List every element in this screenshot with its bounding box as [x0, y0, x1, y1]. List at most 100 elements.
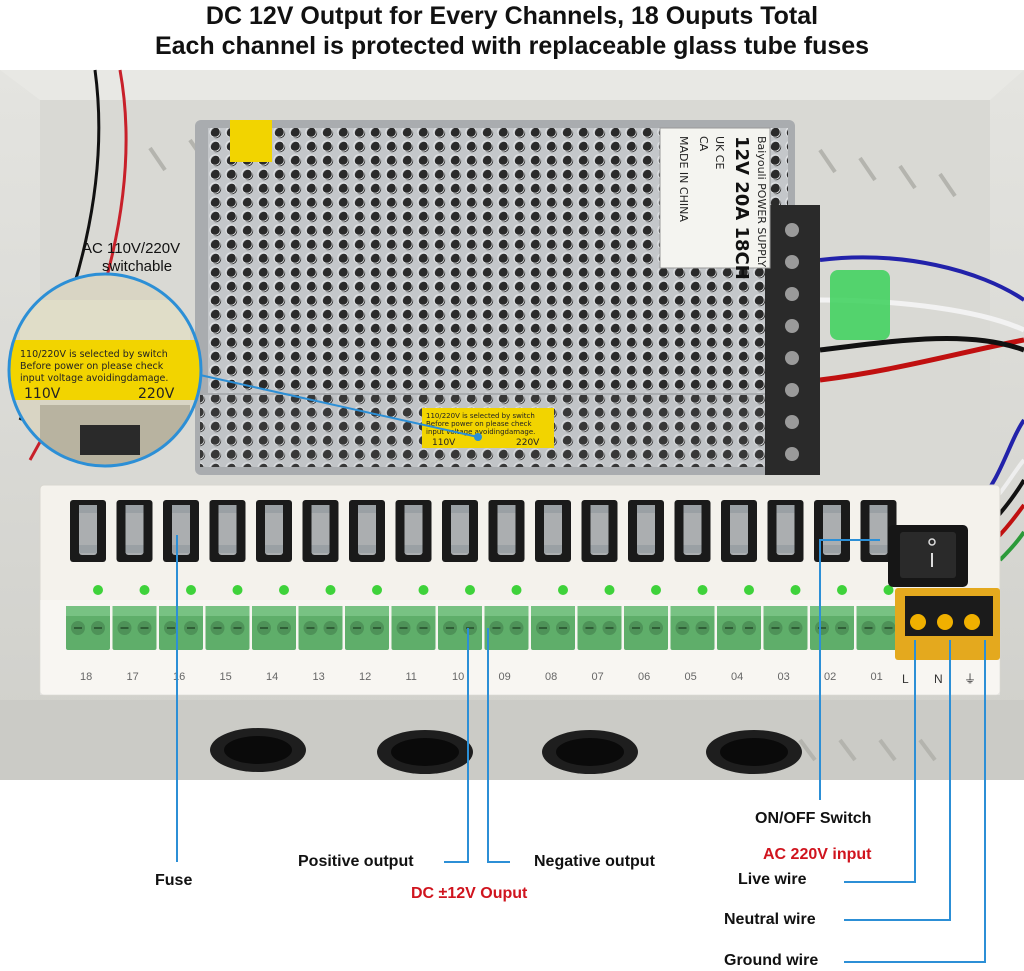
output-terminal [159, 606, 203, 650]
channel-led [558, 585, 568, 595]
channel-led [837, 585, 847, 595]
fuse-holder [302, 500, 339, 562]
channel-led [651, 585, 661, 595]
power-supply-unit [195, 120, 890, 475]
output-terminal [438, 606, 482, 650]
svg-text:110/220V is selected by switch: 110/220V is selected by switch [426, 412, 535, 420]
channel-number: 03 [778, 671, 790, 683]
output-terminal [66, 606, 110, 650]
fuse-holder [395, 500, 432, 562]
output-terminal [484, 606, 529, 650]
channel-number: 04 [731, 671, 743, 683]
fuse-holder [721, 500, 757, 562]
svg-text:input voltage avoidingdamage.: input voltage avoidingdamage. [20, 373, 168, 384]
output-terminal [763, 606, 808, 650]
fuse-holder [535, 500, 571, 562]
fuse-holder [116, 500, 153, 562]
header-title: DC 12V Output for Every Channels, 18 Oup… [205, 2, 819, 30]
ac-input-terminal: L N ⏚ [895, 588, 1000, 686]
fuse-holder [628, 500, 664, 562]
channel-number: 18 [80, 671, 92, 683]
output-terminal [345, 606, 389, 650]
fuse-holder [442, 500, 478, 562]
output-terminal [391, 606, 436, 650]
channel-led [232, 585, 243, 595]
channel-number: 01 [871, 671, 883, 683]
svg-text:110V: 110V [24, 386, 61, 402]
channel-number: 08 [545, 671, 557, 683]
svg-text:⏚: ⏚ [964, 672, 976, 686]
cable-knockouts [210, 728, 802, 774]
svg-text:input voltage avoidingdamage.: input voltage avoidingdamage. [426, 428, 535, 436]
fuse-holder [209, 500, 246, 562]
output-terminal [252, 606, 296, 650]
callout-ac-input: AC 220V input [763, 846, 872, 863]
fuse-holder [674, 500, 711, 562]
channel-led [604, 585, 615, 595]
channel-number: 06 [638, 671, 650, 683]
callout-ac-switch-line1: AC 110V/220V [82, 240, 181, 257]
fuse-holder [860, 500, 897, 562]
on-off-switch [888, 525, 968, 587]
fuse-holder [814, 500, 850, 562]
magnified-voltage-selector: 110/220V is selected by switch Before po… [7, 272, 479, 468]
fuse-holder [767, 500, 804, 562]
channel-number: 05 [685, 671, 697, 683]
svg-text:110/220V is selected by switch: 110/220V is selected by switch [20, 349, 168, 360]
psu-origin: MADE IN CHINA [677, 136, 690, 222]
output-terminal [531, 606, 575, 650]
channel-led [93, 585, 103, 595]
channel-number: 16 [173, 671, 185, 683]
psu-label: Baiyouli POWER SUPPLY 12V 20A 18CH UK CE… [659, 127, 771, 280]
svg-text:L: L [902, 672, 909, 686]
channel-led [139, 585, 150, 595]
channel-led [883, 585, 894, 595]
channel-number: 17 [127, 671, 139, 683]
output-terminal [670, 606, 715, 650]
channel-led [511, 585, 522, 595]
svg-text:Before power on please check: Before power on please check [426, 420, 533, 428]
output-terminal [205, 606, 250, 650]
channel-number: 15 [220, 671, 232, 683]
svg-text:110V: 110V [432, 438, 456, 448]
svg-text:Before power on please check: Before power on please check [20, 361, 164, 372]
header-subtitle: Each channel is protected with replaceab… [154, 32, 870, 60]
callout-lines [176, 535, 986, 963]
callout-neutral-wire: Neutral wire [724, 911, 816, 928]
fuse-holder [256, 500, 292, 562]
output-terminals [66, 606, 901, 650]
voltage-sticker-small: 110/220V is selected by switch Before po… [422, 408, 554, 448]
fuse-holder [349, 500, 385, 562]
channel-led [279, 585, 289, 595]
callout-fuse: Fuse [155, 872, 193, 889]
output-terminal [112, 606, 157, 650]
channel-number: 02 [824, 671, 836, 683]
fuse-holder [70, 500, 106, 562]
output-terminal [298, 606, 343, 650]
psu-model: 12V 20A 18CH [731, 136, 752, 280]
channel-led [465, 585, 475, 595]
fuse-holder [581, 500, 618, 562]
psu-marks2: CA [697, 136, 710, 152]
callout-positive-output: Positive output [298, 853, 414, 870]
channel-led [418, 585, 429, 595]
output-terminal [856, 606, 901, 650]
output-terminal [624, 606, 668, 650]
output-terminal [810, 606, 854, 650]
channel-number: 09 [499, 671, 511, 683]
svg-text:220V: 220V [516, 438, 540, 448]
callout-live-wire: Live wire [738, 871, 807, 888]
channel-number: 12 [359, 671, 371, 683]
callout-ground-wire: Ground wire [724, 952, 819, 969]
callout-ac-switch-line2: switchable [102, 258, 173, 275]
warning-sticker [230, 120, 272, 162]
psu-marks: UK CE [713, 136, 726, 169]
svg-text:220V: 220V [138, 386, 175, 402]
channel-led [372, 585, 382, 595]
channel-led [186, 585, 196, 595]
callout-dc-output: DC ±12V Ouput [411, 885, 528, 902]
channel-number: 14 [266, 671, 278, 683]
fuse-holder [163, 500, 199, 562]
channel-led [697, 585, 708, 595]
